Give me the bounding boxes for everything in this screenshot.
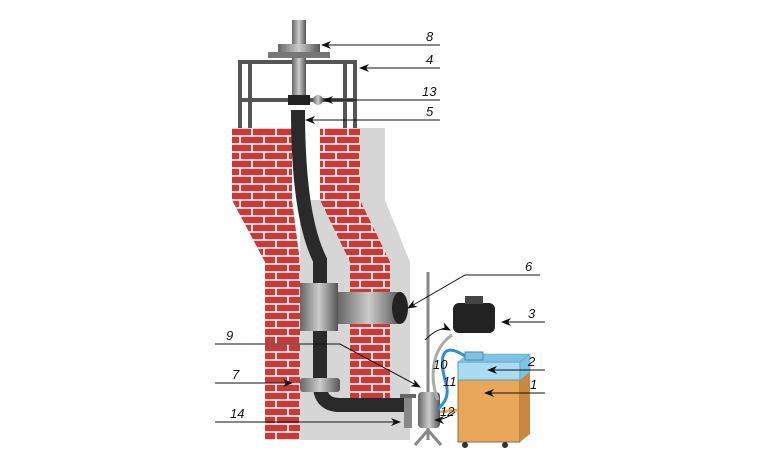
label-9: 9 [226,328,233,343]
chimney-right-wall [320,128,390,330]
label-10: 10 [433,357,448,372]
tee-fitting [300,283,338,331]
valve-handle-icon [313,95,323,105]
valve-14 [404,398,412,428]
chimney-base-brick [350,330,390,410]
label-1: 1 [530,377,537,392]
shutoff-valve [288,95,310,105]
label-4: 4 [426,52,433,67]
label-13: 13 [422,84,437,99]
unit-body [457,379,521,443]
label-7: 7 [232,367,240,382]
chimney-left-wall [232,128,300,440]
label-14: 14 [230,406,244,421]
fan [453,303,495,333]
label-8: 8 [426,29,434,44]
label-11: 11 [443,374,457,389]
flange [300,378,340,392]
air-hose [431,333,453,401]
water-hose [436,348,466,411]
label-12: 12 [440,404,455,419]
branch-opening [392,292,408,324]
water-tank [457,361,521,381]
label-6: 6 [525,259,533,274]
leader-lines [215,41,545,426]
winch [268,20,330,98]
main-hose [291,109,410,412]
label-5: 5 [426,104,434,119]
branch-pipe [338,292,400,324]
label-3: 3 [528,306,536,321]
label-2: 2 [527,354,536,369]
